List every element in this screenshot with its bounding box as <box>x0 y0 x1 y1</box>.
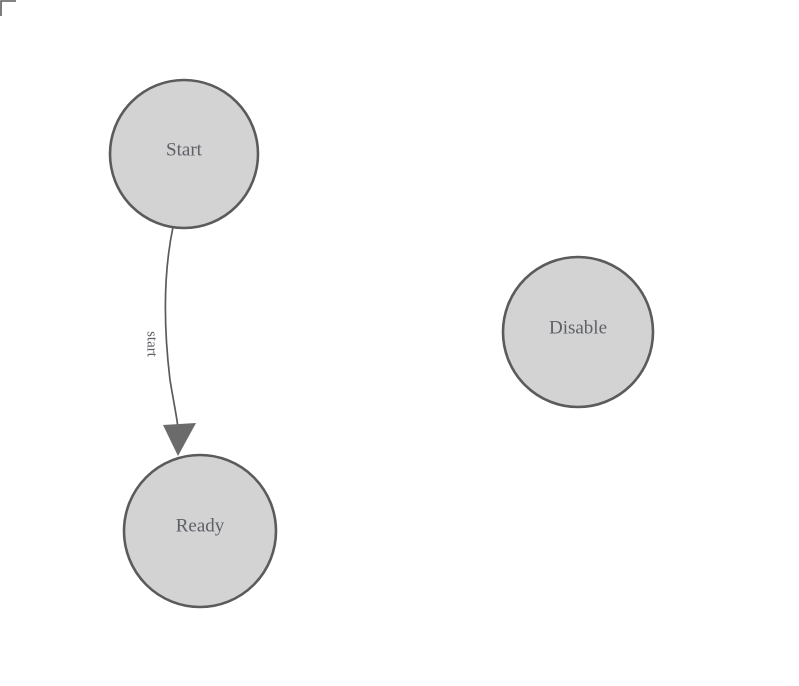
state-node-start[interactable]: Start <box>108 78 260 230</box>
state-node-ready-label: Ready <box>176 515 225 536</box>
state-node-disable-label: Disable <box>549 317 607 338</box>
state-node-start-label: Start <box>166 139 203 160</box>
transition-label-start: start <box>144 331 160 358</box>
transition-start-to-ready[interactable]: start <box>144 226 196 456</box>
transition-line <box>164 226 179 429</box>
crop-corner-bracket-icon <box>0 0 16 16</box>
state-node-start-circle[interactable] <box>108 78 260 230</box>
state-node-disable-circle[interactable] <box>501 255 655 409</box>
state-node-disable[interactable]: Disable <box>501 255 655 409</box>
arrowhead-icon <box>163 423 196 456</box>
state-node-ready-circle[interactable] <box>122 453 278 609</box>
state-node-ready[interactable]: Ready <box>122 453 278 609</box>
